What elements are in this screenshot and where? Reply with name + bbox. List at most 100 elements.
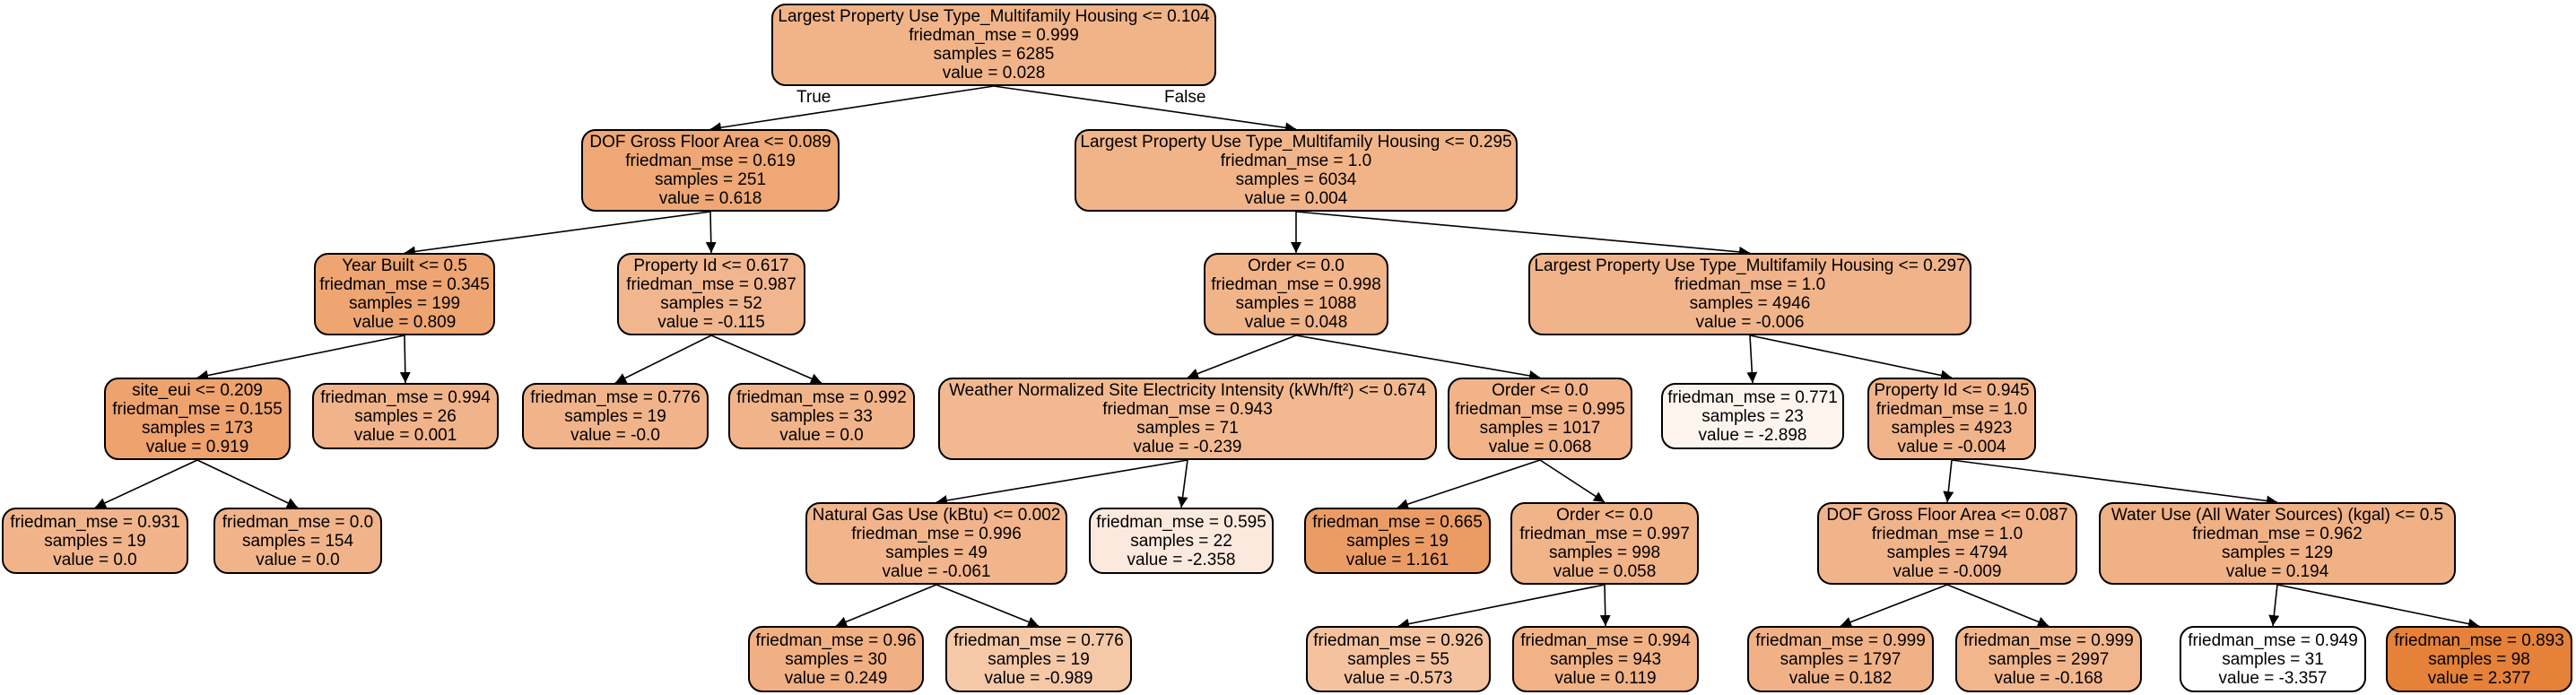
node-text-line: friedman_mse = 0.96 <box>755 630 917 650</box>
node-text-line: Weather Normalized Site Electricity Inte… <box>949 381 1426 400</box>
node-text-line: friedman_mse = 0.665 <box>1312 512 1483 532</box>
node-text-line: friedman_mse = 0.994 <box>320 387 491 407</box>
node-text-line: value = 0.068 <box>1488 438 1592 456</box>
edge-n21-n27 <box>1840 584 1948 628</box>
node-text-line: value = 0.004 <box>1244 189 1348 208</box>
node-text-line: DOF Gross Floor Area <= 0.089 <box>589 133 831 152</box>
node-text-line: value = 1.161 <box>1345 550 1449 569</box>
node-text-line: value = 0.028 <box>942 64 1046 83</box>
node-text-line: friedman_mse = 1.0 <box>1220 152 1372 170</box>
node-text-line: samples = 1088 <box>1235 294 1357 313</box>
node-text-line: friedman_mse = 0.943 <box>1102 400 1273 419</box>
node-text-line: friedman_mse = 0.345 <box>319 275 490 294</box>
edge-n17-n24 <box>936 584 1040 628</box>
node-text-line: samples = 129 <box>2221 543 2334 562</box>
node-text-line: DOF Gross Floor Area <= 0.087 <box>1826 506 2068 525</box>
node-text-line: Order <= 0.0 <box>1248 256 1345 275</box>
node-text-line: friedman_mse = 0.987 <box>626 275 796 294</box>
node-text-line: Largest Property Use Type_Multifamily Ho… <box>1080 133 1512 152</box>
node-text-line: value = 0.0 <box>53 550 137 569</box>
node-text-line: friedman_mse = 0.776 <box>530 387 701 407</box>
node-text-line: friedman_mse = 0.994 <box>1520 630 1691 650</box>
node-text-line: samples = 26 <box>354 406 457 426</box>
edge-n12-n16 <box>1749 334 1953 381</box>
edge-n14-n20 <box>1539 459 1606 503</box>
node-text-line: Order <= 0.0 <box>1492 381 1588 400</box>
node-text-line: value = 0.0 <box>256 550 340 569</box>
edge-n20-n26 <box>1599 584 1611 627</box>
node-text-line: samples = 6034 <box>1235 170 1357 189</box>
edge-n5-n7 <box>94 459 198 508</box>
node-text-line: friedman_mse = 0.949 <box>2188 630 2358 650</box>
edge-n12-n15 <box>1746 334 1758 384</box>
node-text-line: value = -0.989 <box>984 668 1093 688</box>
node-text-line: friedman_mse = 0.595 <box>1096 512 1266 532</box>
node-text-line: Largest Property Use Type_Multifamily Ho… <box>778 7 1210 26</box>
node-text-line: samples = 49 <box>885 543 988 562</box>
node-text-line: value = -0.115 <box>657 313 765 332</box>
tree-node-n0: Largest Property Use Type_Multifamily Ho… <box>771 4 1216 86</box>
node-text-line: value = 0.0 <box>779 425 864 445</box>
node-text-line: value = -0.006 <box>1695 313 1805 332</box>
edge-n20-n25 <box>1397 584 1606 630</box>
node-text-line: value = 0.919 <box>145 438 249 456</box>
node-text-line: value = 0.194 <box>2225 562 2329 581</box>
node-text-line: samples = 23 <box>1701 406 1804 426</box>
edge-n0-n1 <box>709 85 995 134</box>
node-text-line: friedman_mse = 0.926 <box>1313 630 1484 650</box>
node-text-line: value = 0.058 <box>1553 562 1657 581</box>
node-text-line: samples = 154 <box>241 531 354 551</box>
edge-n16-n22 <box>1951 459 2278 507</box>
node-text-line: samples = 943 <box>1549 649 1662 669</box>
node-text-line: value = -0.009 <box>1893 562 2002 581</box>
node-text-line: samples = 4946 <box>1689 294 1811 313</box>
tree-node-n22: Water Use (All Water Sources) (kgal) <= … <box>2099 502 2456 585</box>
node-text-line: samples = 19 <box>988 649 1090 669</box>
node-text-line: samples = 52 <box>660 294 762 313</box>
tree-node-n12: Largest Property Use Type_Multifamily Ho… <box>1528 253 1971 335</box>
node-text-line: value = -0.004 <box>1897 438 2006 456</box>
branch-label-false: False <box>1164 88 1206 107</box>
node-text-line: samples = 31 <box>2222 649 2324 669</box>
node-text-line: friedman_mse = 0.771 <box>1667 387 1838 407</box>
node-text-line: samples = 2997 <box>1988 649 2110 669</box>
node-text-line: samples = 173 <box>141 419 254 438</box>
node-text-line: value = -0.239 <box>1133 438 1242 456</box>
node-text-line: value = 0.618 <box>658 189 762 208</box>
edge-n5-n8 <box>196 459 299 508</box>
node-text-line: samples = 251 <box>654 170 767 189</box>
node-text-line: samples = 199 <box>348 294 461 313</box>
edge-n4-n9 <box>614 334 712 384</box>
node-text-line: samples = 71 <box>1136 419 1239 438</box>
node-text-line: samples = 19 <box>1346 531 1449 551</box>
edge-n1-n4 <box>705 211 717 254</box>
node-text-line: value = 0.048 <box>1244 313 1348 332</box>
node-text-line: value = 2.377 <box>2427 668 2531 688</box>
node-text-line: friedman_mse = 0.999 <box>1755 630 1926 650</box>
node-text-line: samples = 4794 <box>1886 543 2008 562</box>
edge-n17-n23 <box>835 584 937 627</box>
node-text-line: Water Use (All Water Sources) (kgal) <= … <box>2110 506 2444 525</box>
node-text-line: samples = 1797 <box>1780 649 1902 669</box>
node-text-line: samples = 6285 <box>933 45 1055 64</box>
node-text-line: value = -2.898 <box>1698 425 1807 445</box>
node-text-line: samples = 33 <box>770 406 873 426</box>
